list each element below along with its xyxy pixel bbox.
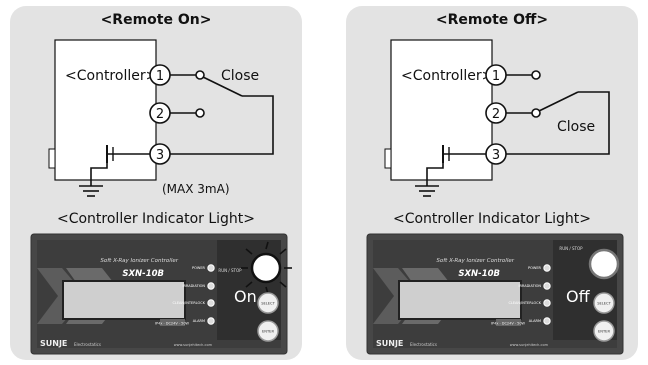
pin2-marker (485, 102, 507, 124)
device-subtitle: Soft X-Ray Ionizer Controller (100, 258, 178, 264)
led-label-alarm: ALARM (193, 319, 205, 323)
select-label: SELECT (597, 302, 611, 306)
enter-button[interactable] (257, 320, 279, 342)
remote-off-title: <Remote Off> (435, 12, 549, 28)
pin1-number: 1 (492, 69, 500, 84)
remote-off-wiring-diagram: <Controller> 1 2 Close 3 (384, 39, 610, 197)
led-alarm (543, 317, 551, 325)
enter-label: ENTER (598, 330, 610, 334)
led-label-power: POWER (192, 266, 206, 270)
indicator-light-title: <Controller Indicator Light> (56, 211, 256, 227)
ground-wire (426, 153, 486, 186)
controller-box (390, 39, 493, 181)
status-text: Off (566, 287, 591, 306)
led-label-irradiation: IRRADIATION (518, 284, 541, 288)
pin2-marker (149, 102, 171, 124)
pin3-number: 3 (156, 148, 164, 163)
select-button[interactable] (593, 292, 615, 314)
run-stop-button-lit[interactable] (250, 252, 282, 284)
return-loop-wire (506, 91, 610, 155)
led-clean (207, 299, 215, 307)
switch-label: Close (221, 68, 259, 84)
led-clean (543, 299, 551, 307)
run-stop-label: RUN / STOP (218, 268, 242, 273)
brand-subtitle: Electrostatics (74, 342, 101, 347)
ip-tag: IP4x · DC24V · 50W (155, 322, 190, 326)
select-label: SELECT (261, 302, 275, 306)
brand-logo: SUNJE (40, 339, 67, 348)
enter-label: ENTER (262, 330, 274, 334)
led-label-clean: CLEAN/INTERLOCK (508, 301, 541, 305)
remote-on-wiring-diagram: <Controller> 1 Close 2 3 (MAX 3mA) (48, 39, 274, 197)
ip-tag-bg (160, 319, 185, 326)
pin1-marker (149, 64, 171, 86)
led-irradiation (207, 282, 215, 290)
pin2-number: 2 (492, 107, 500, 122)
remote-on-title: <Remote On> (100, 12, 212, 28)
led-label-irradiation: IRRADIATION (182, 284, 205, 288)
lcd-screen (398, 280, 522, 320)
brand-logo: SUNJE (376, 339, 403, 348)
lcd-screen (62, 280, 186, 320)
controller-side-tab (384, 148, 392, 169)
select-button[interactable] (257, 292, 279, 314)
website-text: www.sunjehitech.com (174, 343, 213, 347)
controller-device-off: Soft X-Ray Ionizer Controller SXN-10B IP… (366, 233, 624, 355)
led-column: POWER IRRADIATION CLEAN/INTERLOCK ALARM (172, 264, 215, 325)
switch-lever-closed (202, 76, 243, 97)
website-text: www.sunjehitech.com (510, 343, 549, 347)
pin2-number: 2 (156, 107, 164, 122)
pin3-number: 3 (492, 148, 500, 163)
pin1-contact (531, 70, 541, 80)
return-loop-wire (170, 95, 274, 155)
pin1-number: 1 (156, 69, 164, 84)
controller-label: <Controller> (401, 68, 493, 84)
run-stop-button-unlit[interactable] (588, 248, 620, 280)
controller-side-tab (48, 148, 56, 169)
ip-tag-bg (496, 319, 521, 326)
indicator-light-title: <Controller Indicator Light> (392, 211, 592, 227)
brand-subtitle: Electrostatics (410, 342, 437, 347)
pin3-marker (485, 143, 507, 165)
led-power (543, 264, 551, 272)
device-model: SXN-10B (458, 269, 500, 279)
status-text: On (234, 287, 257, 306)
controller-device-on: Soft X-Ray Ionizer Controller SXN-10B IP… (30, 233, 292, 355)
led-irradiation (543, 282, 551, 290)
led-alarm (207, 317, 215, 325)
pin1-marker (485, 64, 507, 86)
led-label-clean: CLEAN/INTERLOCK (172, 301, 205, 305)
led-column: POWER IRRADIATION CLEAN/INTERLOCK ALARM (508, 264, 551, 325)
switch-lever-open (538, 91, 579, 112)
max-current-note: (MAX 3mA) (162, 182, 230, 196)
controller-label: <Controller> (65, 68, 157, 84)
ip-tag: IP4x · DC24V · 50W (491, 322, 526, 326)
remote-off-panel: <Remote Off> <Controller> 1 2 Close 3 <C… (346, 6, 638, 360)
enter-button[interactable] (593, 320, 615, 342)
led-power (207, 264, 215, 272)
device-subtitle: Soft X-Ray Ionizer Controller (436, 258, 514, 264)
pin2-contact (531, 108, 541, 118)
pin1-contact (195, 70, 205, 80)
device-model: SXN-10B (122, 269, 164, 279)
remote-on-panel: <Remote On> <Controller> 1 Close 2 3 (MA… (10, 6, 302, 360)
pin2-contact (195, 108, 205, 118)
led-label-alarm: ALARM (529, 319, 541, 323)
run-stop-label: RUN / STOP (559, 246, 583, 251)
switch-label: Close (557, 119, 595, 135)
led-label-power: POWER (528, 266, 542, 270)
pin3-marker (149, 143, 171, 165)
ground-wire (90, 153, 150, 186)
